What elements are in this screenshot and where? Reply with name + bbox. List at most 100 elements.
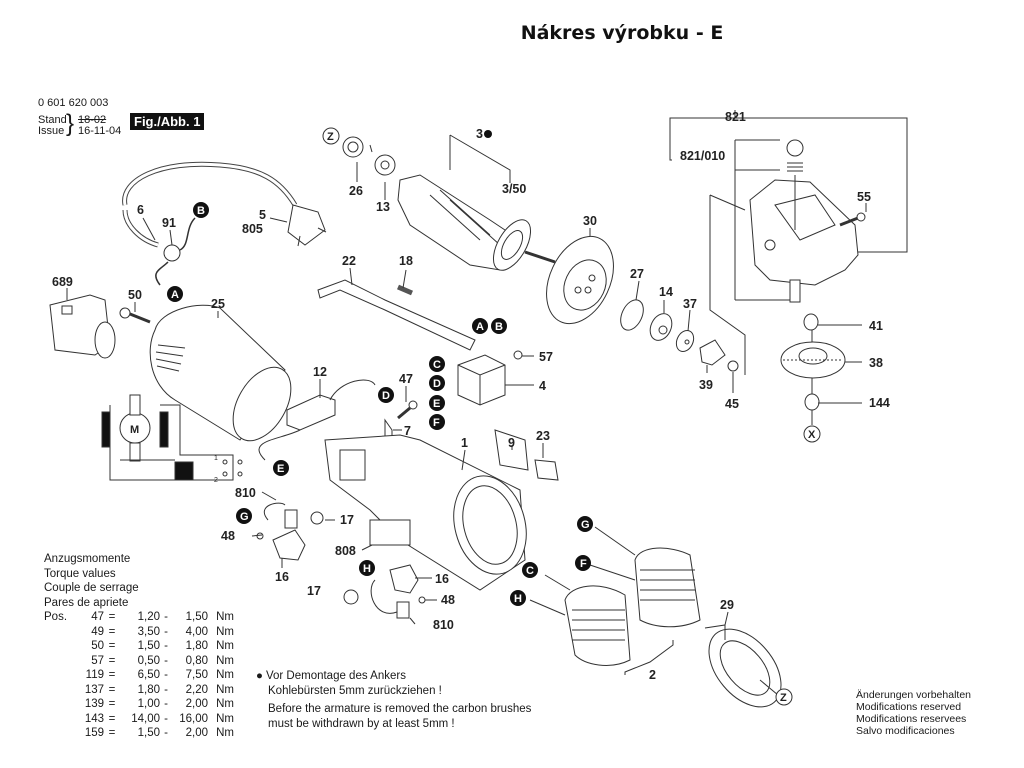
- label-47: 47: [399, 372, 413, 386]
- label-13: 13: [376, 200, 390, 214]
- switch-pos-2: 2: [214, 477, 218, 484]
- gear-train-parts: [620, 299, 739, 372]
- torque-dash: -: [164, 712, 168, 725]
- motor-symbol: M: [130, 424, 139, 436]
- torque-max: 1,80: [185, 640, 208, 652]
- switch-pos-1: 1: [214, 455, 218, 462]
- marker-B-cord: B: [193, 202, 209, 218]
- svg-text:A: A: [171, 289, 179, 301]
- marker-Z-bottom: Z: [775, 688, 793, 706]
- gear-housing-821-part: [669, 117, 908, 375]
- label-2: 2: [649, 668, 656, 682]
- label-805: 805: [242, 222, 263, 236]
- label-9: 9: [508, 436, 515, 450]
- label-4: 4: [539, 379, 546, 393]
- marker-F-coil: F: [575, 555, 591, 571]
- torque-heading-fr: Couple de serrage: [44, 582, 139, 594]
- marker-G-brush: G: [236, 508, 252, 524]
- label-808: 808: [335, 544, 356, 558]
- label-810-upper: 810: [235, 486, 256, 500]
- label-17-upper: 17: [340, 513, 354, 527]
- label-25: 25: [211, 297, 225, 311]
- svg-text:E: E: [433, 398, 440, 410]
- armature-bullet-icon: [484, 130, 492, 138]
- torque-min: 1,50: [137, 727, 160, 739]
- svg-text:M: M: [130, 424, 139, 436]
- torque-position: 143: [84, 712, 104, 725]
- marker-H-coil: H: [510, 590, 526, 606]
- part-number: 0 601 620 003: [38, 97, 109, 109]
- svg-text:A: A: [476, 321, 484, 333]
- torque-equals: =: [108, 669, 116, 681]
- torque-equals: =: [108, 727, 116, 739]
- brace-icon: }: [66, 110, 75, 137]
- flange-30-part: [546, 235, 614, 325]
- torque-position: 49: [91, 625, 104, 638]
- torque-dash: -: [164, 683, 168, 696]
- svg-text:C: C: [526, 565, 534, 577]
- torque-max: 4,00: [185, 625, 208, 638]
- marker-D-capacitor: D: [378, 387, 394, 403]
- torque-min: 3,50: [137, 625, 160, 638]
- torque-max: 2,00: [185, 698, 208, 710]
- torque-equals: =: [108, 683, 116, 696]
- torque-min: 6,50: [137, 669, 160, 681]
- bevel-gear-parts: [780, 313, 862, 425]
- torque-position: 47: [91, 611, 104, 623]
- label-18: 18: [399, 254, 413, 268]
- label-16-upper: 16: [275, 570, 289, 584]
- marker-G-coil: G: [577, 516, 593, 532]
- torque-max: 0,80: [185, 654, 208, 667]
- figure-label: Fig./Abb. 1: [130, 113, 205, 130]
- torque-unit: Nm: [216, 669, 234, 681]
- svg-text:G: G: [240, 511, 249, 523]
- torque-max: 2,20: [185, 683, 208, 696]
- connector-markers: A B A B C D E F D E G H G F C H Z X Z M …: [130, 127, 821, 706]
- label-7: 7: [404, 424, 411, 438]
- note-de-line2: Kohlebürsten 5mm zurückziehen !: [268, 684, 442, 697]
- torque-heading-en: Torque values: [44, 567, 116, 580]
- switch-rod-22-part: [317, 279, 476, 351]
- stand-label: Stand: [38, 114, 67, 126]
- label-22: 22: [342, 254, 356, 268]
- label-29: 29: [720, 598, 734, 612]
- svg-text:X: X: [808, 429, 816, 441]
- torque-dash: -: [164, 669, 168, 681]
- svg-text:G: G: [581, 519, 590, 531]
- marker-B-switch: B: [491, 318, 507, 334]
- label-12: 12: [313, 365, 327, 379]
- torque-max: 2,00: [185, 727, 208, 739]
- label-6: 6: [137, 203, 144, 217]
- torque-table: Anzugsmomente Torque values Couple de se…: [44, 552, 234, 741]
- armature-3-part: [342, 134, 556, 271]
- disclaimer-en: Modifications reserved: [856, 701, 962, 713]
- torque-dash: -: [164, 654, 168, 667]
- torque-unit: Nm: [216, 654, 234, 667]
- marker-C-switch: C: [429, 356, 445, 372]
- label-91: 91: [162, 216, 176, 230]
- torque-max: 16,00: [179, 712, 208, 725]
- marker-A-switch: A: [472, 318, 488, 334]
- label-144: 144: [869, 396, 890, 410]
- note-en-line1: Before the armature is removed the carbo…: [268, 703, 532, 715]
- torque-position: 137: [84, 683, 104, 696]
- svg-text:D: D: [433, 378, 441, 390]
- svg-text:C: C: [433, 359, 441, 371]
- marker-F-switch: F: [429, 414, 445, 430]
- power-cord-part: [122, 161, 327, 286]
- torque-equals: =: [108, 712, 116, 725]
- label-689: 689: [52, 275, 73, 289]
- brush-holder-upper-part: [256, 502, 324, 561]
- torque-dash: -: [164, 611, 168, 623]
- torque-pos-label: Pos.: [44, 611, 68, 623]
- torque-position: 159: [84, 727, 104, 739]
- part-number-labels: 3 3/50 26 13 30 27 14 37 39 45 821 821/0…: [52, 110, 890, 682]
- torque-max: 7,50: [185, 669, 208, 681]
- label-808-part: [369, 519, 411, 546]
- torque-equals: =: [108, 625, 116, 638]
